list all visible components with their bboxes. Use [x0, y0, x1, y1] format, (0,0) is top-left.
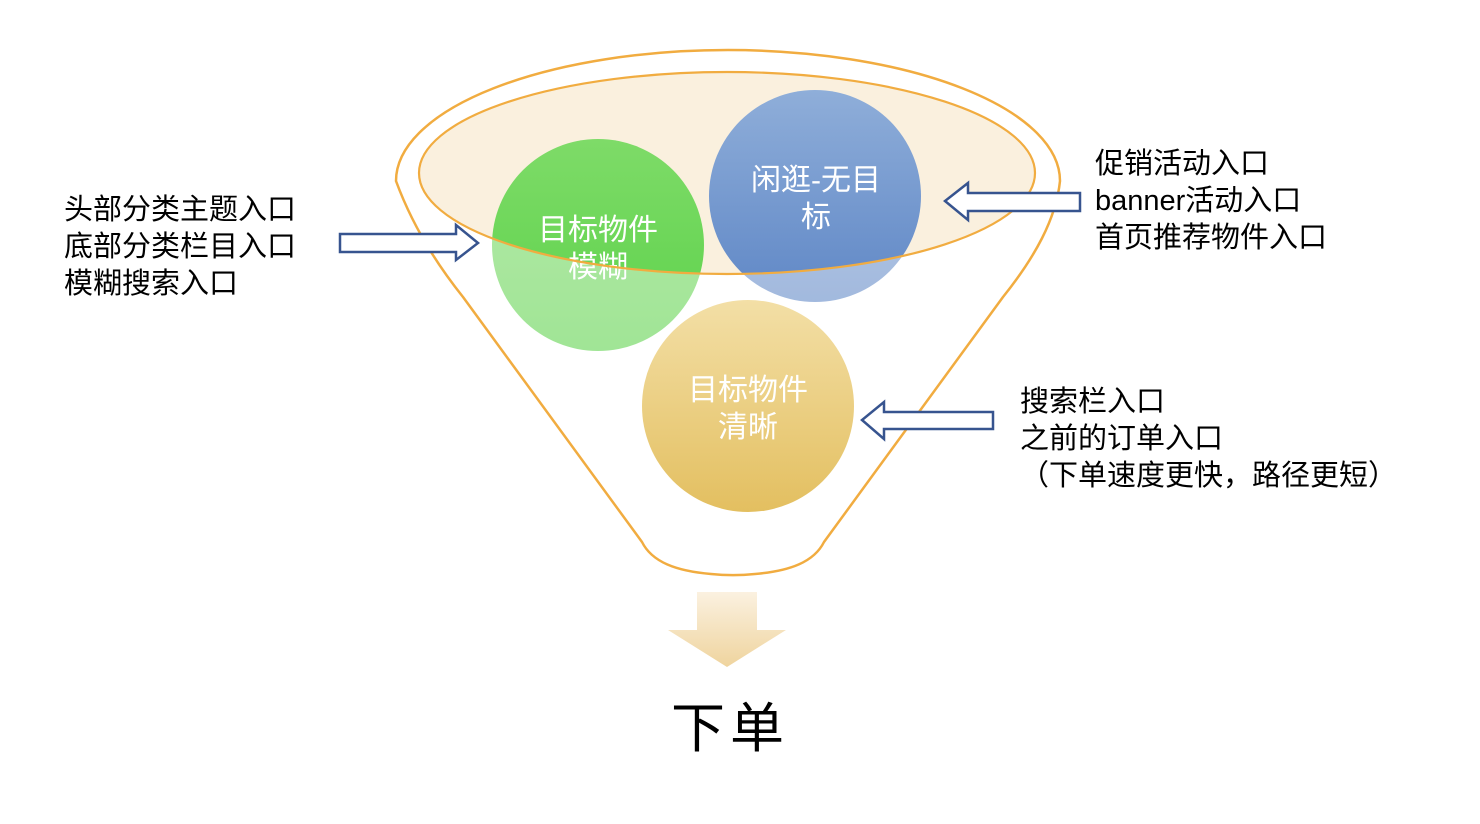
annotation-right-top-line1: 促销活动入口: [1095, 148, 1270, 180]
annotation-right-bottom: 搜索栏入口 之前的订单入口 （下单速度更快，路径更短）: [1020, 384, 1397, 495]
funnel-bowl-rim: [417, 70, 1037, 276]
left-annotation-arrow: [338, 222, 481, 263]
right-bottom-annotation-arrow: [860, 399, 995, 442]
annotation-right-bottom-line2: 之前的订单入口: [1020, 423, 1224, 455]
circle-clear-target-label-line1: 目标物件: [688, 374, 808, 407]
annotation-left-line1: 头部分类主题入口: [64, 194, 297, 226]
circle-fuzzy-target: [492, 139, 704, 351]
right-top-annotation-arrow: [943, 180, 1082, 223]
circle-clear-target: [642, 300, 854, 512]
circle-no-target-browsing: [709, 90, 921, 302]
annotation-left-line2: 底部分类栏目入口: [64, 231, 297, 263]
circle-no-target-label-line2: 标: [801, 201, 831, 234]
annotation-left-line3: 模糊搜索入口: [64, 268, 239, 300]
annotation-right-top-line3: 首页推荐物件入口: [1095, 222, 1328, 254]
circle-no-target-label-line1: 闲逛-无目: [751, 164, 881, 197]
annotation-right-bottom-line3: （下单速度更快，路径更短）: [1020, 460, 1398, 492]
annotation-right-bottom-line1: 搜索栏入口: [1020, 386, 1166, 418]
annotation-right-top-line2: banner活动入口: [1095, 185, 1302, 217]
circle-fuzzy-target-label-line1: 目标物件: [538, 214, 658, 247]
annotation-right-top: 促销活动入口 banner活动入口 首页推荐物件入口: [1095, 146, 1327, 257]
funnel-outline: [394, 48, 1062, 577]
down-arrow: [668, 592, 786, 667]
outcome-label: 下单: [671, 699, 789, 759]
circle-clear-target-label-line2: 清晰: [718, 411, 778, 444]
annotation-left: 头部分类主题入口 底部分类栏目入口 模糊搜索入口: [64, 192, 296, 303]
